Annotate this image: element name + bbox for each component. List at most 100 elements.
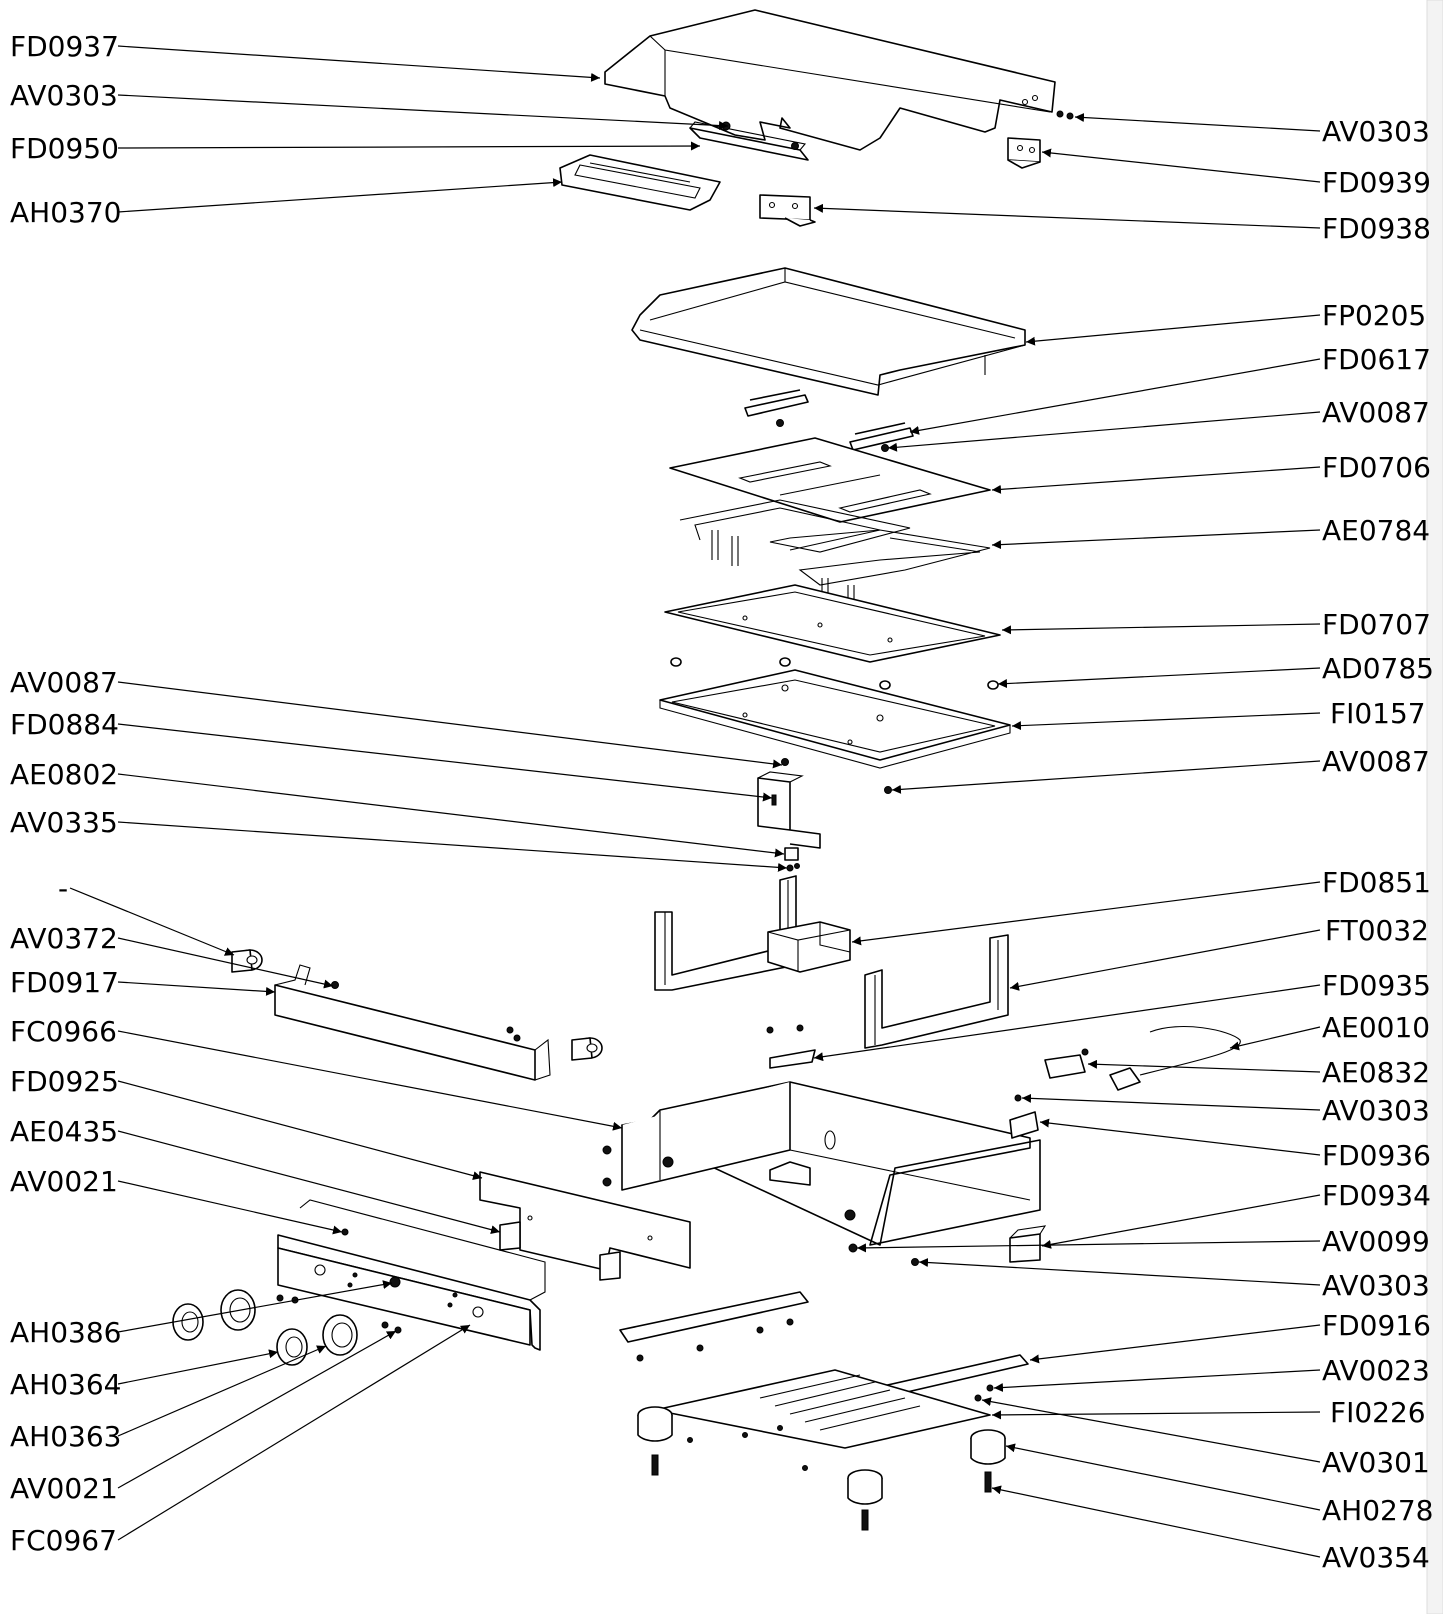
leader-fd0851 [851, 881, 1321, 946]
bottom-plate-fi0226 [654, 1369, 991, 1471]
label-av0021-2: AV0021 [10, 1472, 118, 1505]
scrollbar-track[interactable] [1426, 0, 1443, 1614]
leader-av0301 [981, 1397, 1321, 1463]
frame-ft0032 [864, 934, 1009, 1049]
leader-cap [69, 887, 235, 956]
switch-ae0435 [499, 1221, 621, 1281]
label-fd0938: FD0938 [1322, 212, 1431, 245]
label-ad0785: AD0785 [1322, 652, 1434, 685]
label-fd0939: FD0939 [1322, 166, 1431, 199]
label-ae0784: AE0784 [1322, 514, 1430, 547]
label-ae0802: AE0802 [10, 758, 118, 791]
bracket-fd0884 [757, 771, 821, 849]
leader-ah0363 [117, 1345, 327, 1437]
tray-fi0157 [659, 669, 1011, 769]
leader-fd0917 [117, 981, 276, 996]
label-av0087: AV0087 [10, 666, 118, 699]
leader-av0087-r2 [891, 760, 1321, 794]
control-panel-fc0967 [276, 1199, 546, 1351]
bracket-fd0934 [1009, 1225, 1047, 1263]
label-ah0364: AH0364 [10, 1368, 121, 1401]
bracket-fd0939 [1007, 110, 1074, 169]
leader-ae0832 [1087, 1059, 1321, 1073]
leader-fd0950 [117, 141, 701, 151]
leader-av0303-left [117, 94, 729, 131]
label-fd0706: FD0706 [1322, 451, 1431, 484]
label-ae0435: AE0435 [10, 1115, 118, 1148]
label-fi0157: FI0157 [1330, 697, 1426, 730]
label-ah0363: AH0363 [10, 1420, 121, 1453]
leader-av0335 [117, 821, 788, 872]
leader-av0021-left [117, 1180, 343, 1235]
leader-fd0706 [991, 466, 1321, 494]
label-ah0370: AH0370 [10, 196, 121, 229]
leader-ae0802 [117, 773, 785, 858]
label-fd0884: FD0884 [10, 708, 119, 741]
labels-right: AV0303 FD0939 FD0938 FP0205 FD0617 AV008… [1322, 115, 1434, 1574]
body-fc0966 [602, 1081, 1041, 1246]
panel-fd0917 [274, 964, 551, 1081]
heating-element-ae0784 [679, 499, 991, 602]
label-ae0832: AE0832 [1322, 1056, 1430, 1089]
leader-fc0966 [117, 1030, 623, 1131]
label-ah0278: AH0278 [1322, 1494, 1433, 1527]
label-av0303-r3: AV0303 [1322, 1094, 1430, 1127]
screw-av0303 [911, 1258, 919, 1266]
leader-fc0967 [117, 1324, 471, 1541]
switch-ae0832 [1044, 1048, 1089, 1079]
leader-lines [69, 45, 1321, 1558]
label-av0021: AV0021 [10, 1165, 118, 1198]
label-av0303-r1: AV0303 [1322, 115, 1430, 148]
label-ae0010: AE0010 [1322, 1011, 1430, 1044]
label-fd0707: FD0707 [1322, 608, 1431, 641]
label-av0023: AV0023 [1322, 1354, 1430, 1387]
power-cable-ae0010 [1109, 1025, 1241, 1091]
leader-ae0784 [991, 529, 1321, 550]
label-av0372: AV0372 [10, 922, 118, 955]
strips-fd0617 [744, 389, 914, 452]
leader-av0099 [856, 1240, 1321, 1253]
leader-ad0785 [997, 667, 1321, 689]
leader-ae0435 [117, 1130, 501, 1235]
knob-cap-2 [571, 1037, 603, 1061]
leader-fp0205 [1025, 314, 1321, 346]
leader-fd0938 [813, 203, 1321, 229]
leader-av0087-r1 [887, 411, 1321, 452]
knob-ah0363-right [322, 1314, 358, 1356]
label-av0354: AV0354 [1322, 1541, 1430, 1574]
label-fc0966: FC0966 [10, 1015, 117, 1048]
bracket-fd0938 [759, 194, 816, 227]
clip-fd0935 [766, 1024, 816, 1069]
label-fd0851: FD0851 [1322, 866, 1431, 899]
leader-fi0226 [991, 1410, 1321, 1420]
label-fd0617: FD0617 [1322, 343, 1431, 376]
leader-av0021-bottom [117, 1330, 397, 1489]
foot-ah0278-2 [847, 1469, 883, 1531]
labels-left: FD0937 AV0303 FD0950 AH0370 AV0087 FD088… [10, 30, 121, 1557]
foot-ah0278-1 [637, 1406, 673, 1476]
leader-ft0032 [1009, 929, 1321, 991]
leader-fd0916 [1029, 1324, 1321, 1364]
plate-fd0706 [669, 437, 991, 523]
label-av0303-r4: AV0303 [1322, 1269, 1430, 1302]
leader-ah0278 [1005, 1443, 1321, 1511]
leader-fd0935 [813, 984, 1321, 1062]
leader-fd0939 [1041, 148, 1321, 183]
knob-ah0364-right [276, 1328, 308, 1366]
leader-ae0010 [1229, 1026, 1321, 1051]
leader-fd0934 [1041, 1194, 1321, 1249]
label-fd0950: FD0950 [10, 132, 119, 165]
label-fp0205: FP0205 [1322, 299, 1426, 332]
label-av0087-r1: AV0087 [1322, 396, 1430, 429]
bracket-fd0936 [1009, 1094, 1039, 1139]
leader-ah0386 [117, 1280, 393, 1333]
parts-drawing [172, 9, 1241, 1531]
leader-fd0884 [117, 723, 773, 802]
leader-av0354 [991, 1485, 1321, 1558]
label-fd0916: FD0916 [1322, 1309, 1431, 1342]
label-ah0386: AH0386 [10, 1316, 121, 1349]
screw-av0087 [884, 786, 892, 794]
leader-av0372 [117, 937, 334, 989]
lid-fd0937 [604, 9, 1056, 151]
